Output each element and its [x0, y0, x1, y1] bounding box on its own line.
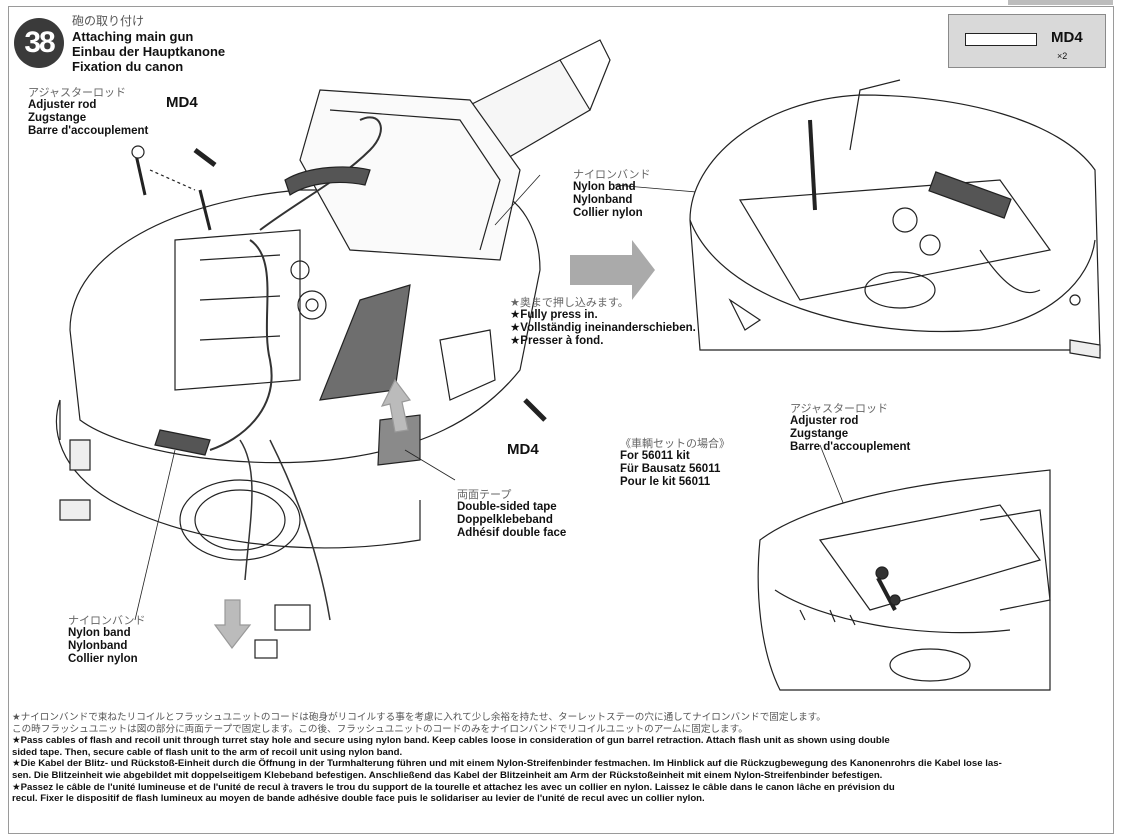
note-jp-1: ★ナイロンバンドで束ねたリコイルとフラッシュユニットのコードは砲身がリコイルする… — [12, 712, 826, 723]
label-adjuster-rod-right: アジャスターロッド Adjuster rod Zugstange Barre d… — [790, 402, 911, 453]
note-de-2: sen. Die Blitzeinheit wie abgebildet mit… — [12, 769, 883, 781]
label-md4-bottom: MD4 — [507, 441, 539, 458]
top-edge-strip — [1008, 0, 1113, 5]
parts-box: MD4 ×2 — [948, 14, 1106, 68]
note-en-2: sided tape. Then, secure cable of flash … — [12, 746, 403, 758]
label-nylon-band-bottom: ナイロンバンド Nylon band Nylonband Collier nyl… — [68, 614, 146, 665]
result-view-drawing — [689, 79, 1101, 359]
kit-56011-drawing — [757, 469, 1051, 691]
step-title: 砲の取り付け Attaching main gun Einbau der Hau… — [72, 14, 225, 74]
label-nylon-band-top: ナイロンバンド Nylon band Nylonband Collier nyl… — [573, 168, 651, 219]
title-de: Einbau der Hauptkanone — [72, 44, 226, 59]
main-turret-drawing — [55, 39, 611, 659]
direction-arrow — [570, 240, 655, 300]
label-adjuster-rod-top: アジャスターロッド Adjuster rod Zugstange Barre d… — [28, 86, 149, 137]
title-en: Attaching main gun — [72, 29, 194, 44]
title-jp: 砲の取り付け — [72, 14, 145, 28]
label-kit-56011: 《車輌セットの場合》 For 56011 kit Für Bausatz 560… — [620, 437, 730, 488]
note-de-1: ★Die Kabel der Blitz- und Rückstoß-Einhe… — [12, 758, 1002, 770]
note-jp-2: この時フラッシュユニットは図の部分に両面テープで固定します。この後、フラッシュユ… — [12, 723, 748, 735]
step-number-badge: 38 — [14, 18, 64, 68]
assembly-illustration — [55, 39, 1101, 691]
parts-code: MD4 — [1051, 29, 1083, 46]
parts-quantity: ×2 — [1057, 51, 1068, 61]
note-en-1: ★Pass cables of flash and recoil unit th… — [12, 735, 890, 747]
label-md4-top: MD4 — [166, 94, 198, 111]
md4-part-icon — [965, 33, 1037, 46]
note-fr-2: recul. Fixer le dispositif de flash lumi… — [12, 793, 705, 805]
title-fr: Fixation du canon — [72, 59, 184, 74]
note-fr-1: ★Passez le câble de l'unité lumineuse et… — [12, 781, 895, 793]
page-frame — [8, 6, 1114, 834]
instruction-notes: ★ナイロンバンドで束ねたリコイルとフラッシュユニットのコードは砲身がリコイルする… — [12, 712, 1112, 805]
label-double-tape: 両面テープ Double-sided tape Doppelklebeband … — [457, 488, 567, 539]
label-fully-press: ★奥まで押し込みます。 ★Fully press in. ★Vollständi… — [510, 296, 696, 347]
